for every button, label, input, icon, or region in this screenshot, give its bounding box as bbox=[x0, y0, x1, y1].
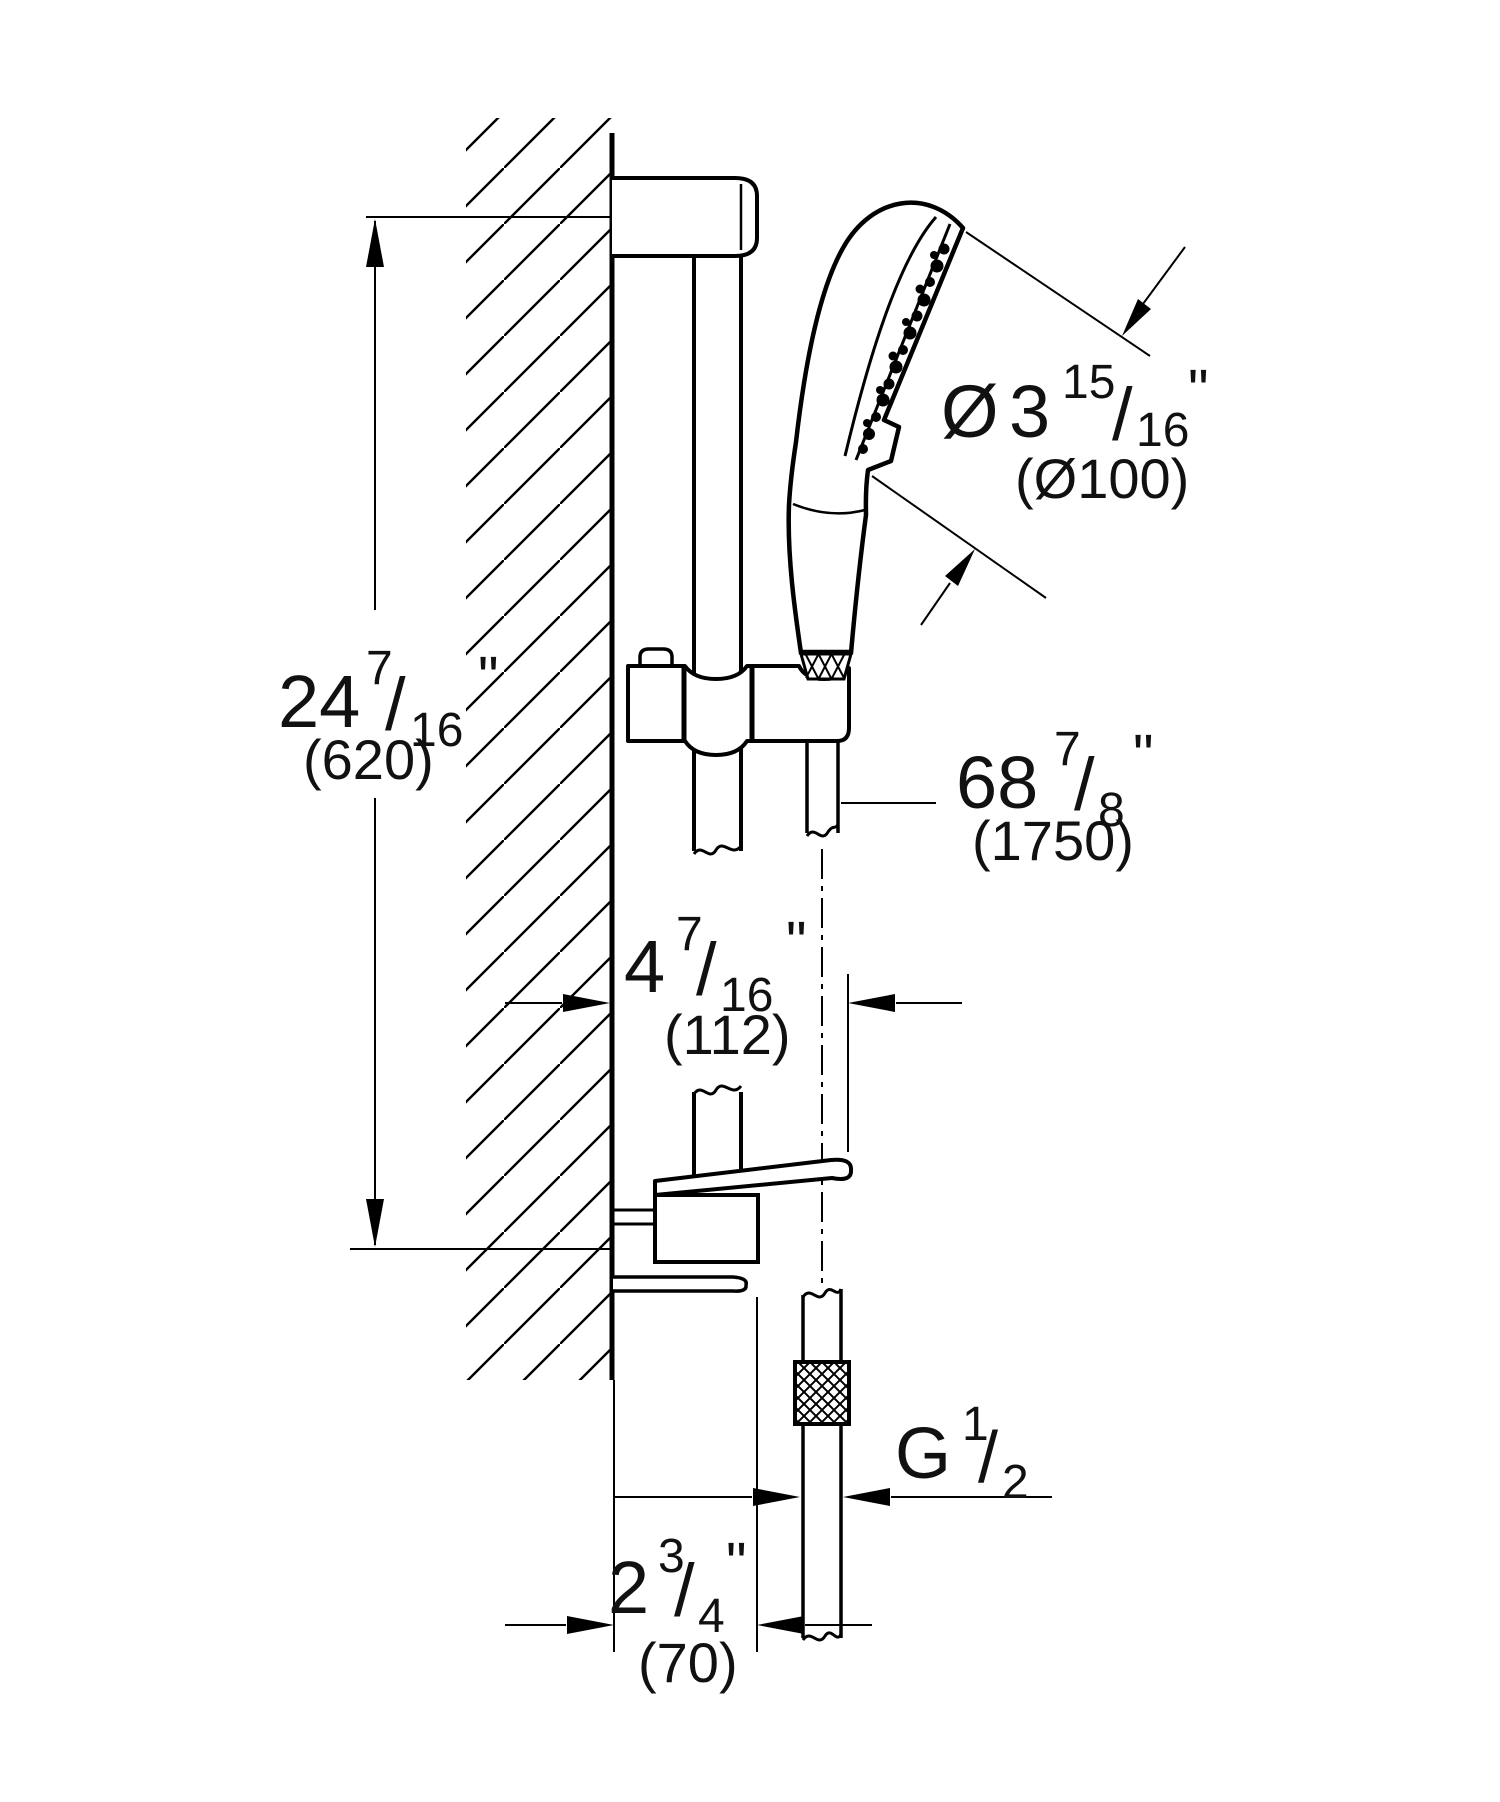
bracket-depth-frac-num: 3 bbox=[658, 1530, 685, 1583]
head-diameter-frac-den: 16 bbox=[1136, 404, 1189, 457]
shower-hose-lower bbox=[793, 1288, 851, 1642]
rail-height-frac-num: 7 bbox=[366, 642, 393, 695]
head-diameter-metric: (Ø100) bbox=[1015, 447, 1189, 510]
arrow-up-icon bbox=[366, 219, 384, 267]
dim-thread bbox=[615, 1488, 1052, 1506]
head-diameter-frac-num: 15 bbox=[1062, 356, 1115, 409]
dim-wall-offset bbox=[505, 974, 962, 1152]
holder-release-button bbox=[638, 647, 674, 666]
rail-height-value: 24 bbox=[278, 660, 360, 743]
arrow-right-icon bbox=[563, 994, 610, 1012]
top-mounting-bracket bbox=[612, 176, 759, 258]
hose-break-line bbox=[801, 1631, 843, 1642]
wall-offset-frac-slash: / bbox=[696, 928, 717, 1011]
shower-rail bbox=[692, 256, 743, 856]
bracket-base-plate bbox=[613, 1275, 748, 1293]
wall-offset-unit: " bbox=[786, 910, 807, 975]
bottom-mounting-bracket bbox=[613, 1157, 854, 1293]
rail-height-frac-den: 16 bbox=[410, 704, 463, 757]
wall-hatching bbox=[466, 118, 612, 1380]
dim-hose-length-text: 68 7 / 8 " (1750) bbox=[956, 723, 1154, 872]
arrow-diagonal-icon bbox=[1122, 299, 1151, 336]
wall-offset-frac-num: 7 bbox=[676, 908, 703, 961]
bracket-depth-frac-slash: / bbox=[674, 1549, 695, 1632]
bracket-lever bbox=[653, 1157, 854, 1197]
dim-head-diameter bbox=[871, 231, 1186, 626]
hand-shower-spray-face bbox=[858, 243, 950, 454]
head-diameter-unit: " bbox=[1188, 358, 1209, 423]
arrow-diagonal-icon bbox=[945, 549, 975, 586]
handle-neck-seam bbox=[792, 502, 866, 515]
hose-break-line bbox=[801, 1288, 843, 1299]
hose-length-frac-num: 7 bbox=[1054, 723, 1081, 776]
thread-frac-slash: / bbox=[978, 1418, 998, 1498]
bracket-wall-tab bbox=[613, 1208, 655, 1226]
bracket-depth-value: 2 bbox=[608, 1546, 649, 1629]
rail-height-metric: (620) bbox=[303, 728, 434, 791]
thread-frac-num: 1 bbox=[962, 1398, 989, 1451]
hose-break-line bbox=[805, 823, 840, 838]
head-diameter-value: 3 bbox=[1009, 370, 1050, 453]
dim-bracket-depth-text: 2 3 / 4 " (70) bbox=[608, 1530, 747, 1694]
bracket-depth-metric: (70) bbox=[638, 1631, 738, 1694]
head-cap-seam bbox=[843, 216, 938, 457]
bracket-body bbox=[653, 1193, 760, 1264]
dim-head-diameter-text: Ø 3 15 / 16 " (Ø100) bbox=[941, 356, 1209, 510]
head-diameter-prefix: Ø bbox=[941, 370, 999, 453]
hose-length-value: 68 bbox=[956, 741, 1038, 824]
arrow-left-icon bbox=[848, 994, 895, 1012]
rail-height-unit: " bbox=[478, 645, 499, 710]
hose-length-metric: (1750) bbox=[972, 809, 1134, 872]
rail-height-frac-slash: / bbox=[385, 663, 406, 746]
dim-wall-offset-text: 4 7 / 16 " (112) bbox=[624, 908, 807, 1066]
wall-offset-value: 4 bbox=[624, 925, 665, 1008]
arrow-left-icon bbox=[843, 1488, 890, 1506]
wall-section bbox=[466, 118, 615, 1652]
hose-length-frac-slash: / bbox=[1074, 743, 1095, 826]
arrow-left-icon bbox=[757, 1616, 804, 1634]
arrow-right-icon bbox=[567, 1616, 614, 1634]
head-diameter-frac-slash: / bbox=[1112, 373, 1133, 456]
arrow-right-icon bbox=[753, 1488, 800, 1506]
handle-cone-nut bbox=[799, 649, 853, 681]
dim-rail-height-text: 24 7 / 16 " (620) bbox=[278, 642, 499, 791]
holder-clamp-lines bbox=[681, 666, 755, 741]
dim-rail-height bbox=[350, 216, 610, 1250]
hose-length-unit: " bbox=[1133, 723, 1154, 788]
arrow-down-icon bbox=[366, 1199, 384, 1247]
dim-thread-text: G 1 / 2 bbox=[895, 1398, 1029, 1509]
wall-offset-frac-den: 16 bbox=[720, 969, 773, 1022]
dim-bracket-depth bbox=[505, 1297, 872, 1652]
wall-offset-metric: (112) bbox=[664, 1003, 791, 1066]
thread-prefix: G bbox=[895, 1414, 951, 1494]
thread-frac-den: 2 bbox=[1002, 1456, 1029, 1509]
shower-hose-upper bbox=[805, 741, 936, 1288]
rail-break-line bbox=[692, 844, 743, 856]
hose-length-frac-den: 8 bbox=[1098, 784, 1125, 837]
bracket-depth-unit: " bbox=[726, 1531, 747, 1596]
bracket-depth-frac-den: 4 bbox=[698, 1590, 725, 1643]
rail-break-line bbox=[692, 1084, 743, 1096]
hand-shower bbox=[786, 200, 966, 681]
hose-connector-nut bbox=[793, 1360, 851, 1426]
